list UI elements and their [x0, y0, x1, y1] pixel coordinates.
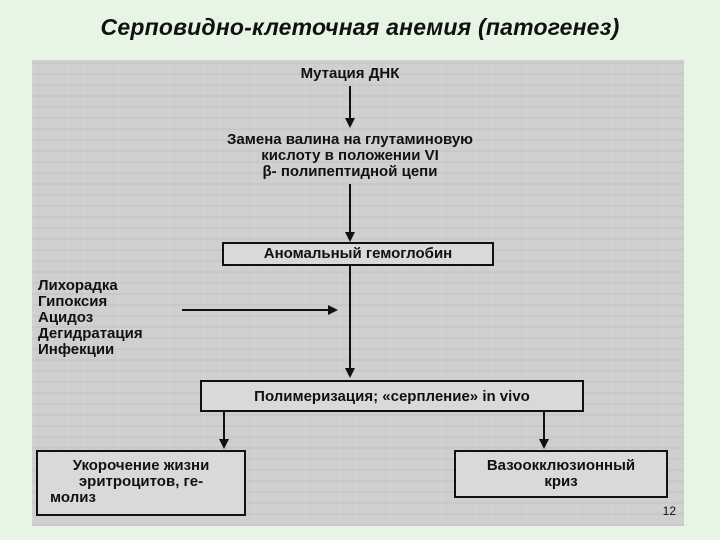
- crisis-line-2: криз: [544, 473, 578, 490]
- hemolysis-line-3: молиз: [50, 489, 96, 506]
- hemolysis-line-2: эритроцитов, ге-: [78, 473, 204, 490]
- substitution-line-1: Замена валина на глутаминовую: [227, 131, 473, 148]
- node-polymerization: Полимеризация; «серпление» in vivo: [200, 380, 584, 412]
- flow-arrows: [182, 86, 549, 449]
- node-mutation: Мутация ДНК: [300, 65, 400, 82]
- scanned-diagram: Мутация ДНК Замена валина на глутаминову…: [32, 60, 684, 526]
- node-hemolysis: Укорочение жизни эритроцитов, ге- молиз: [36, 450, 246, 516]
- page-number: 12: [662, 504, 676, 518]
- substitution-line-3: β- полипептидной цепи: [262, 163, 438, 180]
- node-abnormal-hemoglobin: Аномальный гемоглобин: [222, 242, 494, 266]
- substitution-line-2: кислоту в положении VI: [261, 147, 439, 164]
- aggravating-factors-list: Лихорадка Гипоксия Ацидоз Дегидратация И…: [38, 278, 143, 358]
- node-substitution: Замена валина на глутаминовую кислоту в …: [180, 132, 520, 180]
- slide-title: Серповидно-клеточная анемия (патогенез): [100, 14, 620, 40]
- hemolysis-line-1: Укорочение жизни: [72, 457, 210, 474]
- factor-item: Лихорадка: [38, 277, 118, 294]
- factor-item: Инфекции: [38, 341, 115, 358]
- node-vasoocclusive-crisis: Вазоокклюзионный криз: [454, 450, 668, 498]
- factor-item: Дегидратация: [38, 325, 143, 342]
- factor-item: Ацидоз: [38, 309, 94, 326]
- crisis-line-1: Вазоокклюзионный: [486, 457, 636, 474]
- factor-item: Гипоксия: [38, 293, 108, 310]
